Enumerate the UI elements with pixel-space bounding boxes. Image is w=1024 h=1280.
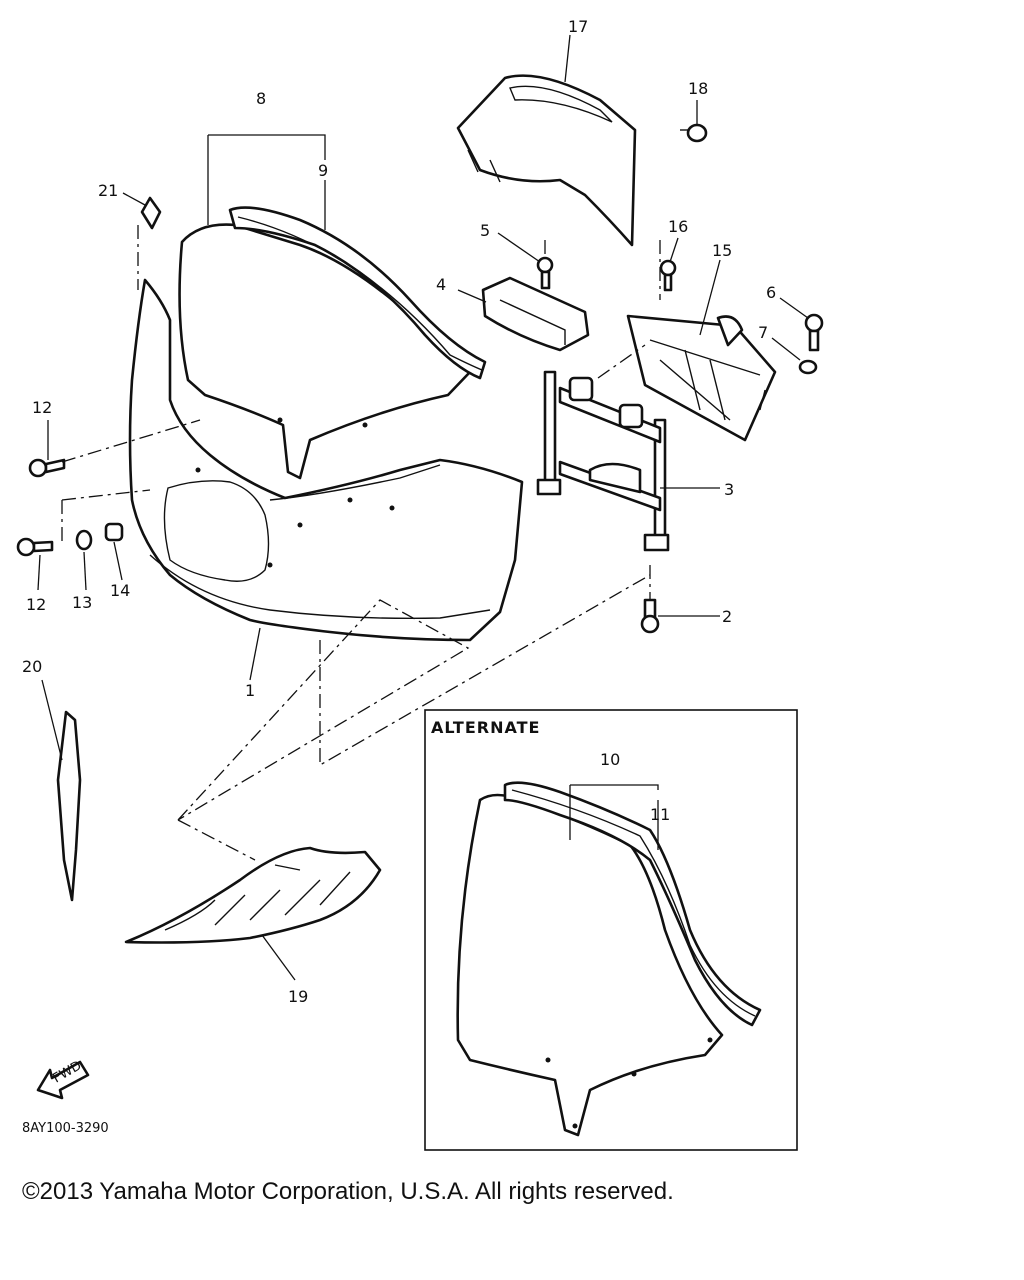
part-12-bolt-upper — [28, 458, 66, 478]
part-6-bolt — [804, 313, 824, 352]
figure-code: 8AY100-3290 — [22, 1121, 109, 1136]
part-14-nut — [104, 522, 124, 542]
part-15-bracket — [626, 314, 777, 442]
part-1-cowling — [128, 278, 524, 642]
callout-12-upper: 12 — [32, 398, 52, 417]
part-20-strip — [56, 710, 82, 902]
callout-17: 17 — [568, 17, 588, 36]
copyright-notice: ©2013 Yamaha Motor Corporation, U.S.A. A… — [22, 1178, 674, 1205]
callout-5: 5 — [480, 221, 490, 240]
callout-3: 3 — [724, 480, 734, 499]
callout-11: 11 — [650, 805, 670, 824]
part-2-bolt — [640, 598, 660, 634]
alignment-lines — [61, 225, 661, 861]
callout-9: 9 — [318, 161, 328, 180]
callout-4: 4 — [436, 275, 446, 294]
callout-numbers: 8 9 21 17 18 5 16 15 6 7 4 3 2 12 12 13 … — [22, 17, 776, 1006]
leader-lines — [37, 34, 809, 981]
callout-21: 21 — [98, 181, 118, 200]
callout-1: 1 — [245, 681, 255, 700]
callout-15: 15 — [712, 241, 732, 260]
callout-13: 13 — [72, 593, 92, 612]
part-4-handle — [481, 276, 590, 352]
callout-2: 2 — [722, 607, 732, 626]
part-3-stay — [536, 370, 670, 552]
part-13-washer — [75, 529, 93, 551]
part-17-meter-cover — [456, 74, 637, 247]
callout-18: 18 — [688, 79, 708, 98]
callout-14: 14 — [110, 581, 130, 600]
alternate-label: ALTERNATE — [431, 718, 540, 737]
part-11-windshield-alt — [456, 781, 762, 1137]
part-9-windshield — [178, 206, 487, 480]
part-7-nut — [798, 359, 818, 375]
callout-7: 7 — [758, 323, 768, 342]
callout-12-lower: 12 — [26, 595, 46, 614]
fwd-arrow-icon: FWD — [36, 1058, 90, 1100]
callout-10: 10 — [600, 750, 620, 769]
part-21-emblem — [140, 196, 162, 230]
callout-19: 19 — [288, 987, 308, 1006]
part-5-bolt — [536, 256, 554, 290]
part-19-inner-panel — [124, 846, 382, 944]
part-12-bolt-lower — [16, 537, 54, 557]
callout-8: 8 — [256, 89, 266, 108]
alternate-box: ALTERNATE — [424, 709, 798, 1151]
callout-6: 6 — [766, 283, 776, 302]
callout-16: 16 — [668, 217, 688, 236]
callout-20: 20 — [22, 657, 42, 676]
part-18-grommet — [680, 123, 708, 143]
part-16-bolt — [659, 259, 677, 292]
